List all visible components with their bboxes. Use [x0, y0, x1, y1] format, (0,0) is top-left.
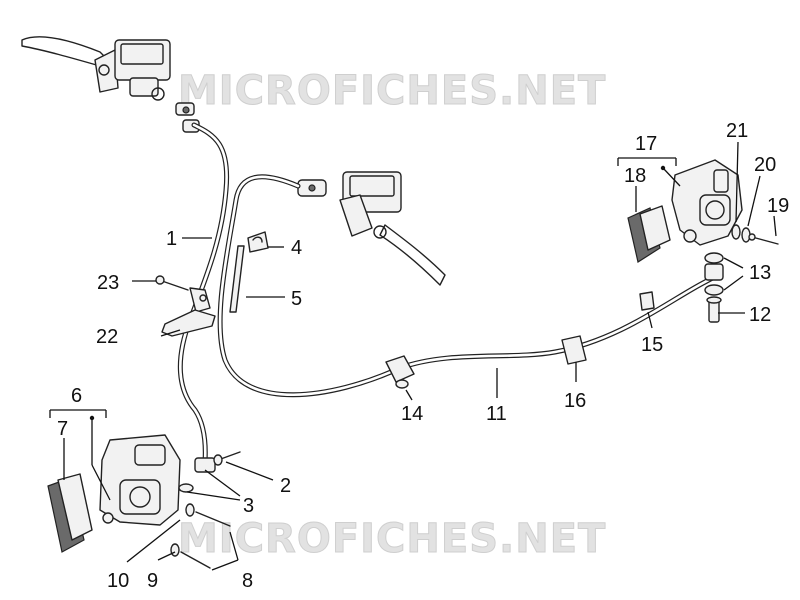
- callout-10: 10: [107, 570, 129, 592]
- front-brake-pads: [47, 473, 93, 553]
- rear-caliper: [671, 159, 743, 246]
- rear-master-cylinder: [297, 171, 446, 286]
- cable-tie: [229, 245, 245, 313]
- brake-hose-rear: [217, 174, 719, 398]
- callout-labels: 1 2 3 4 5 6 7 8 9 10 11 12 13 14 15 16 1…: [57, 120, 789, 592]
- watermark-top: MICROFICHES.NET: [178, 68, 606, 114]
- callout-13: 13: [749, 262, 771, 284]
- callout-9: 9: [147, 570, 158, 592]
- callout-14: 14: [401, 403, 423, 425]
- callout-23: 23: [97, 272, 119, 294]
- hose-clip: [247, 231, 269, 253]
- callout-22: 22: [96, 326, 118, 348]
- hose-guide-14: [385, 355, 415, 389]
- front-banjo-hardware: [178, 451, 241, 493]
- front-caliper: [99, 434, 181, 526]
- callout-4: 4: [291, 237, 302, 259]
- rear-brake-pads: [627, 205, 671, 263]
- rear-banjo-fitting: [704, 252, 724, 323]
- callout-1: 1: [166, 228, 177, 250]
- callout-17: 17: [635, 133, 657, 155]
- callout-12: 12: [749, 304, 771, 326]
- hose-bracket: [161, 287, 216, 337]
- hose-guide-15: [639, 291, 655, 311]
- callout-3: 3: [243, 495, 254, 517]
- hose-guide-16: [561, 335, 587, 365]
- callout-8: 8: [242, 570, 253, 592]
- callout-16: 16: [564, 390, 586, 412]
- callout-20: 20: [754, 154, 776, 176]
- caliper-washer-bolt: [731, 224, 779, 245]
- watermark-bottom: MICROFICHES.NET: [178, 516, 606, 562]
- callout-11: 11: [486, 403, 507, 425]
- callout-18: 18: [624, 165, 646, 187]
- callout-6: 6: [71, 385, 82, 407]
- callout-15: 15: [641, 334, 663, 356]
- callout-2: 2: [280, 475, 291, 497]
- callout-5: 5: [291, 288, 302, 310]
- leader-dot-6: [89, 415, 95, 421]
- leader-lines: [49, 141, 777, 571]
- front-master-cylinder: [21, 36, 171, 101]
- callout-7: 7: [57, 418, 68, 440]
- callout-19: 19: [767, 195, 789, 217]
- leader-dot-17: [660, 165, 666, 171]
- bracket-screw: [155, 275, 189, 291]
- callout-21: 21: [726, 120, 748, 142]
